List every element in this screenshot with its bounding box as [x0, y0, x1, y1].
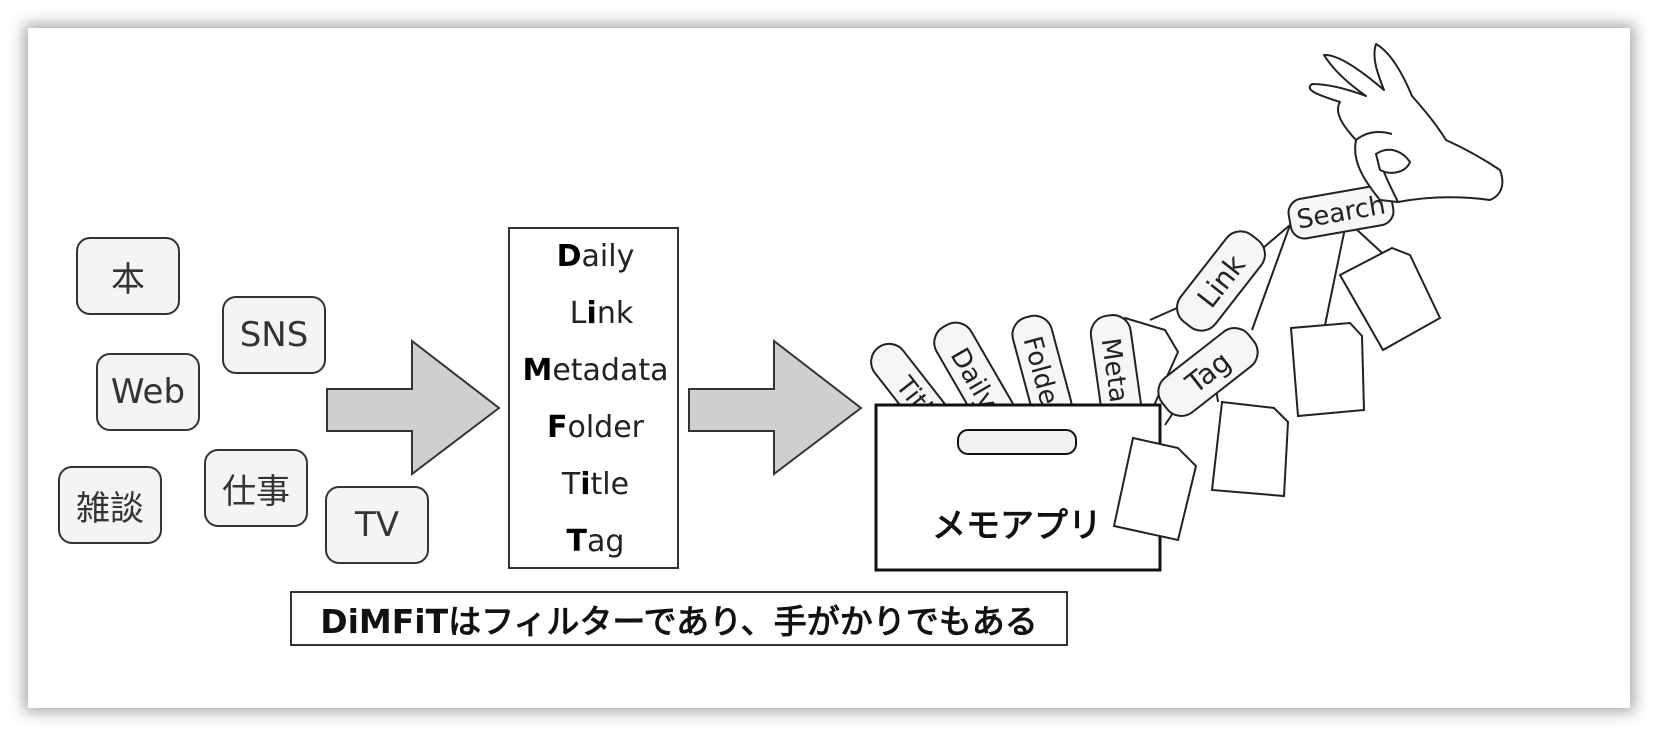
source-web: Web — [96, 353, 200, 431]
source-chat: 雑談 — [58, 466, 162, 544]
paper-icon — [1210, 400, 1290, 498]
box-handle — [957, 429, 1077, 455]
paper-icon — [1112, 436, 1198, 542]
dimfit-filter-box: Daily Link Metadata Folder Title Tag — [508, 227, 679, 569]
filter-item-title: Title — [561, 467, 630, 502]
tag-tag: Tag — [1157, 327, 1259, 417]
filter-item-daily: Daily — [556, 239, 635, 274]
filter-item-link: Link — [569, 296, 634, 331]
tag-folder: Folde — [1011, 314, 1073, 426]
tag-meta: Meta — [1089, 314, 1143, 426]
hand-icon — [1308, 43, 1504, 203]
paper-icon — [1289, 321, 1366, 418]
filter-item-metadata: Metadata — [522, 353, 669, 388]
arrow-right-icon — [326, 338, 501, 477]
paper-icon — [1338, 246, 1442, 352]
arrow-right-icon — [688, 338, 863, 477]
source-sns: SNS — [222, 296, 326, 374]
filter-item-folder: Folder — [546, 410, 645, 445]
source-work: 仕事 — [204, 449, 308, 527]
tag-link: Link — [1176, 230, 1266, 332]
source-book: 本 — [76, 237, 180, 315]
memo-app-label: メモアプリ — [932, 506, 1102, 546]
source-tv: TV — [325, 486, 429, 564]
filter-item-tag: Tag — [566, 524, 625, 559]
caption: DiMFiTはフィルターであり、手がかりでもある — [290, 591, 1068, 646]
